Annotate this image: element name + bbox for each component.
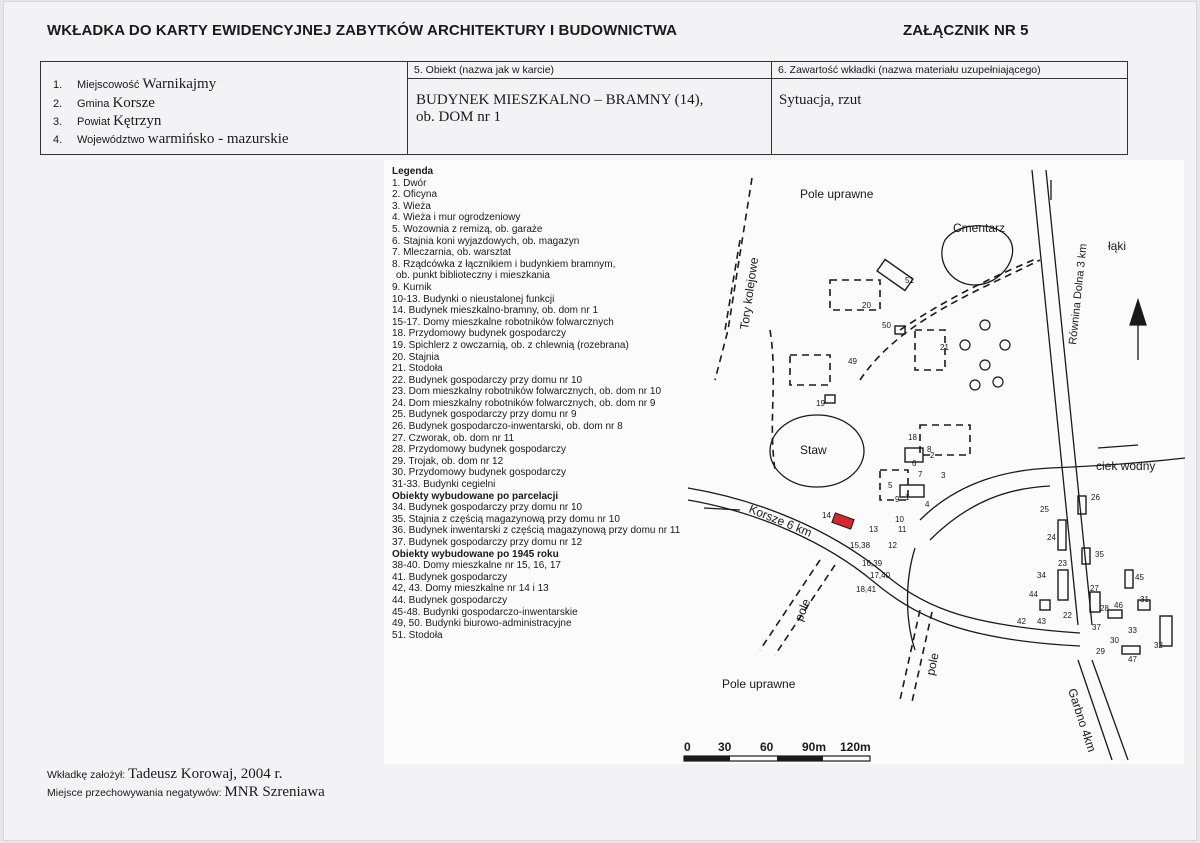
author-line: Wkładkę założył: Tadeusz Korowaj, 2004 r…: [47, 766, 283, 782]
legend-item: 5. Wozownia z remizą, ob. garaże: [392, 223, 543, 235]
document-title: WKŁADKA DO KARTY EWIDENCYJNEJ ZABYTKÓW A…: [47, 22, 678, 39]
legend-item: 7. Mleczarnia, ob. warsztat: [392, 247, 511, 259]
legend-item: 25. Budynek gospodarczy przy domu nr 9: [392, 409, 577, 421]
info-table: 1.Miejscowość Warnikajmy 2.Gmina Korsze …: [40, 61, 1128, 155]
legend-item: 30. Przydomowy budynek gospodarczy: [392, 467, 566, 479]
storage-line: Miejsce przechowywania negatywów: MNR Sz…: [47, 784, 325, 800]
legend-item: 23. Dom mieszkalny robotników folwarczny…: [392, 386, 662, 398]
legend-item: 34. Budynek gospodarczy przy domu nr 10: [392, 502, 583, 514]
voivodeship-value: warmińsko - mazurskie: [147, 131, 289, 147]
legend-item: 27. Czworak, ob. dom nr 11: [392, 432, 515, 444]
object-header: 5. Obiekt (nazwa jak w karcie): [414, 64, 555, 76]
legend-item: 49, 50. Budynki biurowo-administracyjne: [392, 618, 572, 630]
locality-row: 1.Miejscowość Warnikajmy: [53, 76, 217, 92]
legend-item: 18. Przydomowy budynek gospodarczy: [392, 328, 566, 340]
legend-item: 24. Dom mieszkalny robotników folwarczny…: [392, 397, 656, 409]
legend-item: 1. Dwór: [392, 177, 427, 189]
legend-item: 10-13. Budynki o nieustalonej funkcji: [392, 293, 555, 305]
locality-value: Warnikajmy: [142, 76, 217, 92]
legend-item: 44. Budynek gospodarczy: [392, 594, 508, 606]
voivodeship-row: 4.Województwo warmińsko - mazurskie: [53, 131, 289, 147]
legend-item: 19. Spichlerz z owczarnią, ob. z chlewni…: [392, 339, 629, 351]
legend-item: 51. Stodoła: [392, 629, 443, 641]
row-divider: [407, 78, 771, 79]
district-value: Kętrzyn: [113, 113, 162, 129]
legend-item: 41. Budynek gospodarczy: [392, 571, 508, 583]
storage-value: MNR Szreniawa: [224, 784, 325, 800]
legend-item: 28. Przydomowy budynek gospodarczy: [392, 444, 566, 456]
contents-value: Sytuacja, rzut: [779, 92, 862, 108]
legend-item: 6. Stajnia koni wyjazdowych, ob. magazyn: [392, 235, 580, 247]
legend-item: 2. Oficyna: [392, 189, 438, 201]
author-value: Tadeusz Korowaj, 2004 r.: [128, 766, 283, 782]
district-row: 3.Powiat Kętrzyn: [53, 113, 162, 129]
legend-item: 45-48. Budynki gospodarczo-inwentarskie: [392, 606, 578, 618]
legend-item: 20. Stajnia: [392, 351, 440, 363]
legend-item: ob. punkt biblioteczny i mieszkania: [396, 270, 550, 282]
legend-item: 22. Budynek gospodarczy przy domu nr 10: [392, 374, 583, 386]
column-divider: [407, 62, 408, 154]
column-divider: [771, 62, 772, 154]
legend-subtitle: Obiekty wybudowane po 1945 roku: [392, 548, 559, 560]
legend-item: 29. Trojak, ob. dom nr 12: [392, 455, 504, 467]
legend-item: 4. Wieża i mur ogrodzeniowy: [392, 212, 521, 224]
legend-item: 38-40. Domy mieszkalne nr 15, 16, 17: [392, 560, 561, 572]
legend-item: 36. Budynek inwentarski z częścią magazy…: [392, 525, 681, 537]
commune-row: 2.Gmina Korsze: [53, 95, 155, 111]
legend-item: 31-33. Budynki cegielni: [392, 479, 496, 491]
object-name: BUDYNEK MIESZKALNO – BRAMNY (14), ob. DO…: [416, 92, 704, 125]
annex-label: ZAŁĄCZNIK NR 5: [903, 22, 1029, 39]
legend-item: 21. Stodoła: [392, 363, 443, 375]
legend-item: 26. Budynek gospodarczo-inwentarski, ob.…: [392, 421, 623, 433]
legend-item: 35. Stajnia z częścią magazynową przy do…: [392, 513, 620, 525]
legend-item: 42, 43. Domy mieszkalne nr 14 i 13: [392, 583, 549, 595]
legend-item: 8. Rządcówka z łącznikiem i budynkiem br…: [392, 258, 616, 270]
row-divider: [771, 78, 1127, 79]
legend-title: Legenda: [392, 166, 434, 177]
legend-item: 37. Budynek gospodarczy przy domu nr 12: [392, 537, 583, 548]
legend-item: 15-17. Domy mieszkalne robotników folwar…: [392, 316, 614, 328]
commune-value: Korsze: [112, 95, 155, 111]
legend-item: 3. Wieża: [392, 200, 431, 212]
contents-header: 6. Zawartość wkładki (nazwa materiału uz…: [778, 64, 1041, 76]
legend-item: 14. Budynek mieszkalno-bramny, ob. dom n…: [392, 305, 599, 317]
legend-subtitle: Obiekty wybudowane po parcelacji: [392, 490, 559, 502]
legend-item: 9. Kurnik: [392, 281, 432, 293]
